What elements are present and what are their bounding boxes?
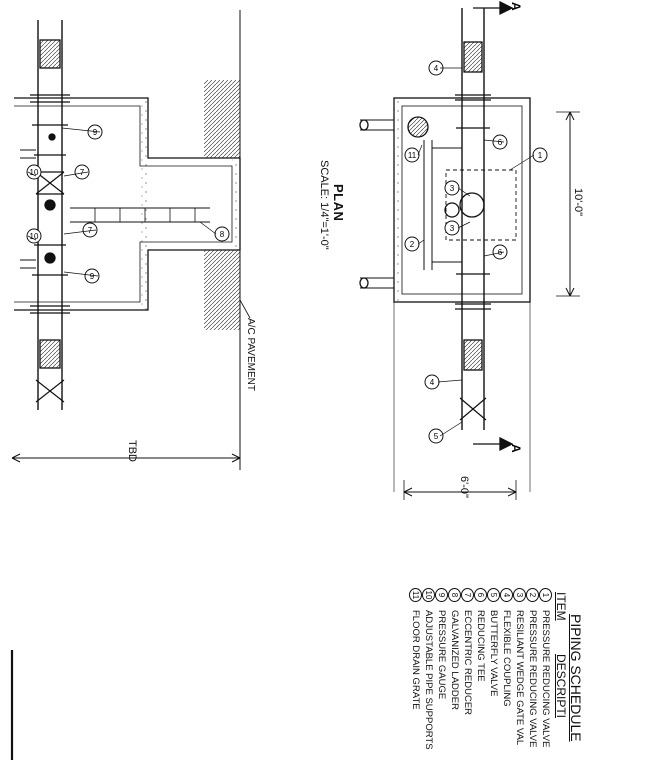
item-number: 11 (409, 588, 422, 602)
callout-9-upper: 9 (87, 124, 103, 140)
item-number: 6 (474, 588, 487, 602)
item-number: 9 (435, 588, 448, 602)
item-description: FLOOR DRAIN GRATE (410, 610, 421, 710)
callout-label: 1 (538, 151, 543, 160)
callout-5: 5 (428, 428, 444, 444)
item-number: 8 (448, 588, 461, 602)
item-description: REDUCING TEE (475, 610, 486, 682)
item-number: 5 (487, 588, 500, 602)
dimension-length: 10'-0" (572, 188, 584, 217)
right-callouts: 4 6 1 11 3 3 2 6 4 5 (404, 60, 548, 444)
callout-7-upper: 7 (74, 164, 90, 180)
right-vault-plan (359, 0, 580, 500)
callout-3-lower: 3 (444, 220, 460, 236)
callout-1: 1 (532, 147, 548, 163)
callout-label: 6 (498, 138, 503, 147)
section-marker-bottom: A (509, 444, 523, 453)
schedule-item-header: ITEM (554, 592, 568, 621)
callout-10-upper: 10 (26, 164, 42, 180)
item-number: 10 (422, 588, 435, 602)
callout-label: 11 (408, 151, 417, 160)
section-marker-top: A (509, 2, 523, 11)
section-markers: A A (509, 2, 523, 453)
callout-6-upper: 6 (492, 134, 508, 150)
item-number: 4 (500, 588, 513, 602)
callout-9-lower: 9 (84, 268, 100, 284)
item-description: ECCENTRIC REDUCER (462, 610, 473, 716)
item-description: BUTTERFLY VALVE (488, 610, 499, 697)
leader-lines (27, 67, 535, 437)
plan-scale: SCALE: 1/4"=1'-0" (318, 160, 330, 250)
callout-label: 9 (90, 272, 95, 281)
callout-2: 2 (404, 236, 420, 252)
callout-4-lower: 4 (424, 374, 440, 390)
callout-label: 8 (220, 230, 225, 239)
left-vault-detail (10, 10, 251, 760)
plan-title: PLAN (331, 184, 346, 222)
pavement-label: A/C PAVEMENT (245, 318, 256, 391)
callout-11: 11 (404, 147, 420, 163)
callout-6-lower: 6 (492, 244, 508, 260)
callout-label: 5 (434, 432, 439, 441)
dimension-tbd: TBD (126, 440, 138, 462)
callout-label: 4 (430, 378, 435, 387)
callout-10-lower: 10 (26, 228, 42, 244)
callout-label: 2 (410, 240, 415, 249)
callout-label: 3 (450, 224, 455, 233)
item-number: 1 (539, 588, 552, 602)
item-description: FLEXIBLE COUPLING (501, 610, 512, 707)
item-description: PRESSURE REDUCING VALVE (540, 610, 551, 748)
dimension-width: 6'-0" (458, 476, 470, 498)
callout-3-upper: 3 (444, 180, 460, 196)
item-number: 3 (513, 588, 526, 602)
callout-8: 8 (214, 226, 230, 242)
callout-label: 10 (30, 168, 39, 177)
item-description: ADJUSTABLE PIPE SUPPORTS (423, 610, 434, 750)
schedule-title: PIPING SCHEDULE (568, 614, 584, 742)
callout-label: 3 (450, 184, 455, 193)
callout-label: 7 (80, 168, 85, 177)
item-description: RESILIANT WEDGE GATE VAL (514, 610, 525, 746)
item-description: PRESSURE REDUCING VALVE (527, 610, 538, 748)
item-number: 2 (526, 588, 539, 602)
schedule-description-header: DESCRIPTI (554, 654, 568, 719)
callout-label: 4 (434, 64, 439, 73)
callout-label: 10 (30, 232, 39, 241)
item-description: PRESSURE GAUGE (436, 610, 447, 700)
item-description: GALVANIZED LADDER (449, 610, 460, 710)
left-callouts: 9 7 10 7 10 9 8 (26, 124, 230, 284)
callout-label: 9 (93, 128, 98, 137)
item-number: 7 (461, 588, 474, 602)
